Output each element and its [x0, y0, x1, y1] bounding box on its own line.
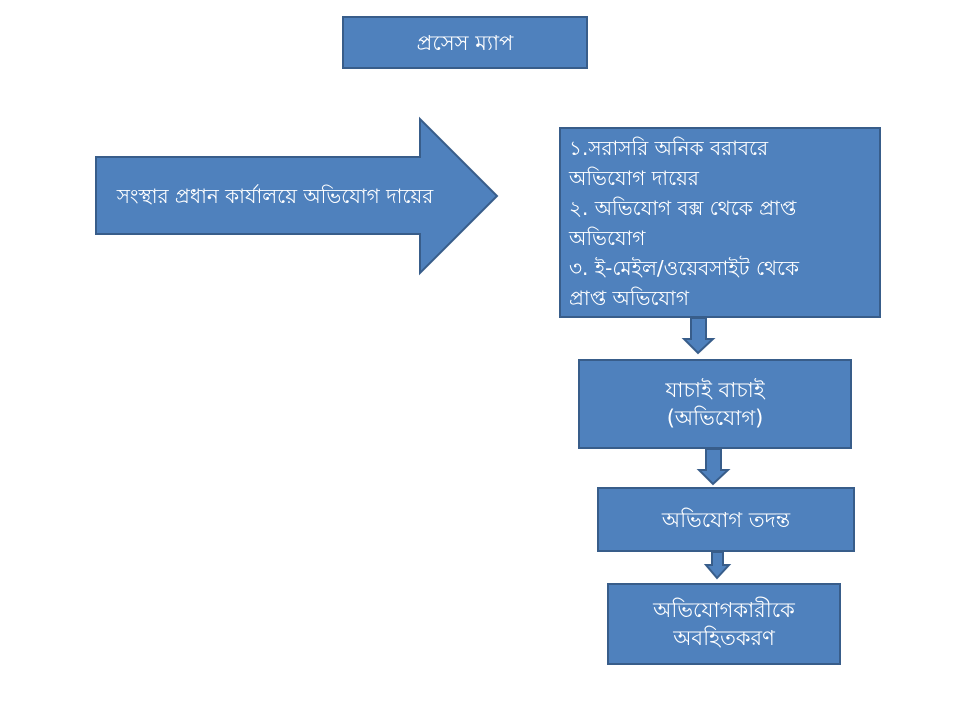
intake-line: ১.সরাসরি অনিক বরাবরে [569, 136, 769, 160]
notify-line: অবহিতকরণ [673, 626, 775, 650]
intake-line: ৩. ই-মেইল/ওয়েবসাইট থেকে [569, 256, 800, 280]
down-arrow-3 [703, 551, 732, 580]
intake-line: অভিযোগ দায়ের [569, 166, 699, 190]
investigation-box: অভিযোগ তদন্ত [597, 487, 855, 552]
verification-line: যাচাই বাচাই [665, 378, 765, 402]
intake-box: ১.সরাসরি অনিক বরাবরে অভিযোগ দায়ের ২. অভ… [559, 127, 881, 318]
verification-line: (অভিযোগ) [666, 406, 764, 430]
page-title: প্রসেস ম্যাপ [416, 30, 514, 55]
intake-line: অভিযোগ [569, 226, 646, 250]
down-arrow-2 [696, 448, 731, 486]
intake-line: প্রাপ্ত অভিযোগ [569, 286, 689, 310]
notify-line: অভিযোগকারীকে [653, 598, 795, 622]
source-arrow-shape [95, 116, 499, 276]
verification-box: যাচাই বাচাই (অভিযোগ) [578, 359, 852, 449]
investigation-label: অভিযোগ তদন্ত [661, 507, 791, 532]
source-arrow-label: সংস্থার প্রধান কার্যালয়ে অভিযোগ দায়ের [116, 184, 434, 208]
notify-box: অভিযোগকারীকে অবহিতকরণ [607, 583, 841, 665]
title-box: প্রসেস ম্যাপ [342, 16, 588, 69]
intake-line: ২. অভিযোগ বক্স থেকে প্রাপ্ত [569, 196, 797, 220]
down-arrow-1 [681, 317, 716, 355]
